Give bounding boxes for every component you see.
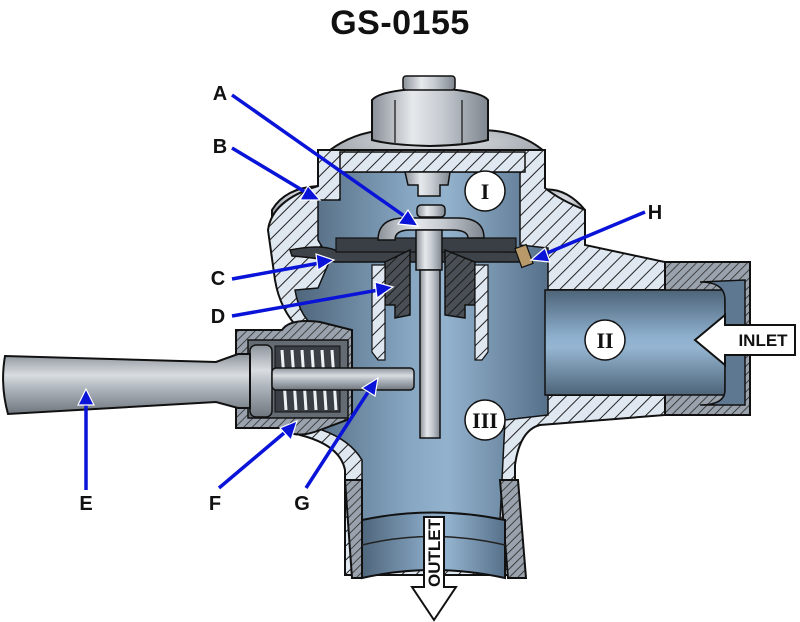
handle-ball-socket	[249, 344, 273, 418]
chamber-marker-II: II	[584, 319, 626, 361]
inlet-pipe-bore	[544, 289, 726, 396]
leader-H	[539, 210, 646, 258]
callout-C: C	[211, 268, 225, 290]
arrowhead-F	[278, 419, 298, 442]
chamber-marker-I: I	[464, 170, 506, 212]
arrowhead-B	[298, 184, 322, 201]
outlet-flow-arrow: OUTLET	[410, 516, 458, 622]
leader-C	[231, 260, 326, 281]
callout-B: B	[213, 136, 227, 158]
inlet-label: INLET	[738, 331, 788, 350]
relief-valve-seat-right	[444, 248, 476, 319]
handle	[2, 353, 251, 416]
arrowhead-D	[374, 281, 395, 300]
diagram-title: GS-0155	[330, 4, 470, 42]
callout-leaders	[77, 93, 646, 490]
arrowhead-E	[77, 387, 95, 406]
inlet-flare	[699, 279, 746, 406]
leader-B	[231, 146, 313, 198]
inner-cover-plate	[339, 151, 526, 173]
arrowhead-A	[396, 208, 420, 227]
top-screw	[402, 75, 456, 91]
guide-skirt-right	[474, 264, 489, 361]
arrowhead-H	[529, 246, 551, 263]
leader-G	[304, 385, 374, 489]
callout-D: D	[211, 306, 225, 328]
guide-skirt-left	[371, 264, 386, 361]
leader-F	[217, 426, 292, 490]
chamber-numeral-III: III	[472, 408, 498, 433]
valve-body	[2, 75, 751, 580]
callout-A: A	[213, 83, 227, 105]
leader-A	[230, 93, 412, 222]
relief-disc-cap	[416, 204, 446, 218]
outlet-label: OUTLET	[425, 518, 444, 587]
leader-D	[231, 287, 385, 318]
relief-valve-stem	[415, 229, 443, 271]
plunger	[271, 367, 415, 391]
callout-E: E	[79, 493, 92, 515]
callout-labels: A B C D E F G H	[79, 83, 662, 515]
chamber-numeral-I: I	[481, 179, 490, 204]
inlet-flow-arrow: INLET	[693, 312, 796, 368]
callout-F: F	[209, 493, 221, 515]
cover-nub	[404, 171, 451, 197]
arrowhead-C	[315, 253, 336, 272]
chamber-marker-III: III	[464, 399, 506, 441]
top-hex-nut	[371, 86, 489, 148]
callout-H: H	[648, 202, 662, 224]
chamber-numeral-II: II	[596, 328, 613, 353]
arrowhead-G	[360, 376, 379, 397]
plunger-rod	[419, 269, 441, 439]
bypass-filter	[514, 243, 534, 269]
callout-G: G	[294, 493, 310, 515]
